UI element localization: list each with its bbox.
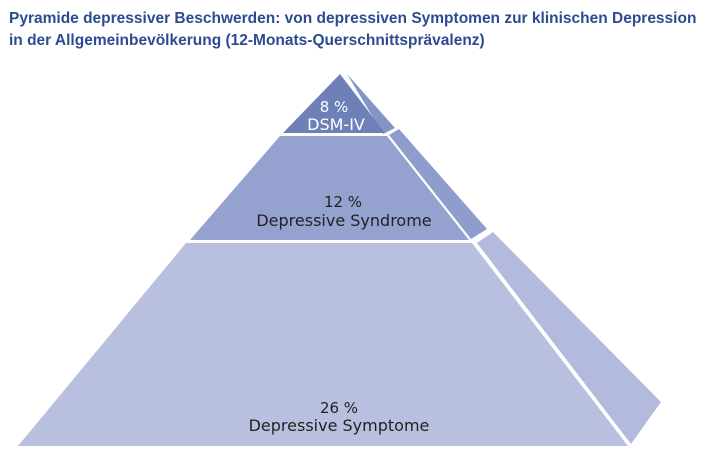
- level-depressive-syndrome-percent: 12 %: [324, 193, 362, 211]
- figure-title: Pyramide depressiver Beschwerden: von de…: [9, 8, 721, 52]
- figure-title-line-1: Pyramide depressiver Beschwerden: von de…: [9, 10, 697, 27]
- pyramid-side-middle: [389, 129, 487, 239]
- level-depressive-symptoms-label: Depressive Symptome: [249, 416, 430, 435]
- pyramid-side-top: [347, 74, 395, 134]
- level-dsm-iv-percent: 8 %: [320, 98, 349, 116]
- pyramid-level-dsm-iv: [283, 74, 385, 133]
- figure-title-line-2: in der Allgemeinbevölkerung (12-Monats-Q…: [9, 32, 485, 49]
- pyramid-side-bottom: [477, 232, 661, 444]
- level-depressive-symptoms-percent: 26 %: [320, 399, 358, 417]
- pyramid-level-depressive-symptoms: [18, 243, 628, 446]
- pyramid-level-depressive-syndrome: [190, 136, 469, 240]
- level-depressive-syndrome-label: Depressive Syndrome: [256, 211, 431, 230]
- level-dsm-iv-label: DSM-IV: [307, 115, 365, 134]
